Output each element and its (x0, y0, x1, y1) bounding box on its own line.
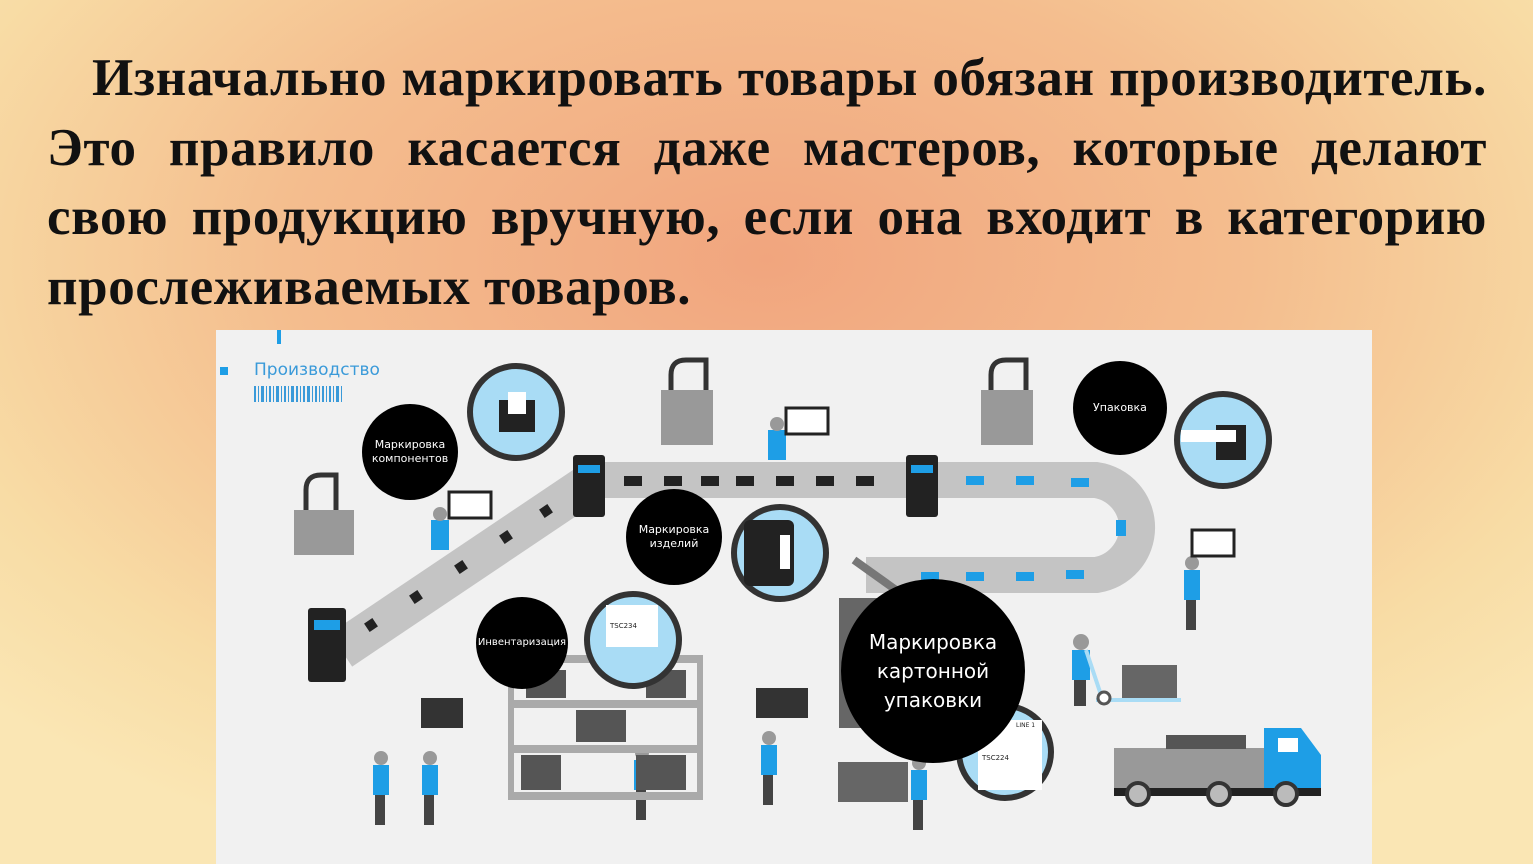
stage-label-components: Маркировка компонентов (371, 438, 449, 465)
monitor-icon (447, 406, 1236, 558)
stage-circle (362, 361, 1167, 763)
stage-label-inventory: Инвентаризация (477, 636, 567, 648)
conveyor-items (364, 476, 874, 632)
label-code: TSC234 (610, 622, 637, 630)
label-code: LINE 1 (1016, 722, 1036, 729)
bullet-icon (220, 367, 228, 375)
printer-icon (421, 688, 808, 728)
packaged-items (921, 476, 1126, 581)
process-illustration (220, 330, 1321, 830)
label-code: TSC224 (982, 754, 1009, 762)
slide-heading: Изначально маркировать товары обязан про… (47, 49, 1487, 316)
stage-label-carton: Маркировка картонной упаковки (868, 629, 998, 712)
stage-label-packaging: Упаковка (1093, 401, 1147, 415)
chute (851, 556, 899, 594)
section-label-production: Производство (254, 360, 380, 380)
truck-icon (1114, 728, 1321, 807)
stage-label-products: Маркировка изделий (638, 523, 710, 550)
marking-machine-icon (294, 390, 1033, 555)
barcode-icon (254, 386, 342, 402)
marking-process-infographic: Производство Маркировка компонентов Марк… (216, 330, 1372, 864)
